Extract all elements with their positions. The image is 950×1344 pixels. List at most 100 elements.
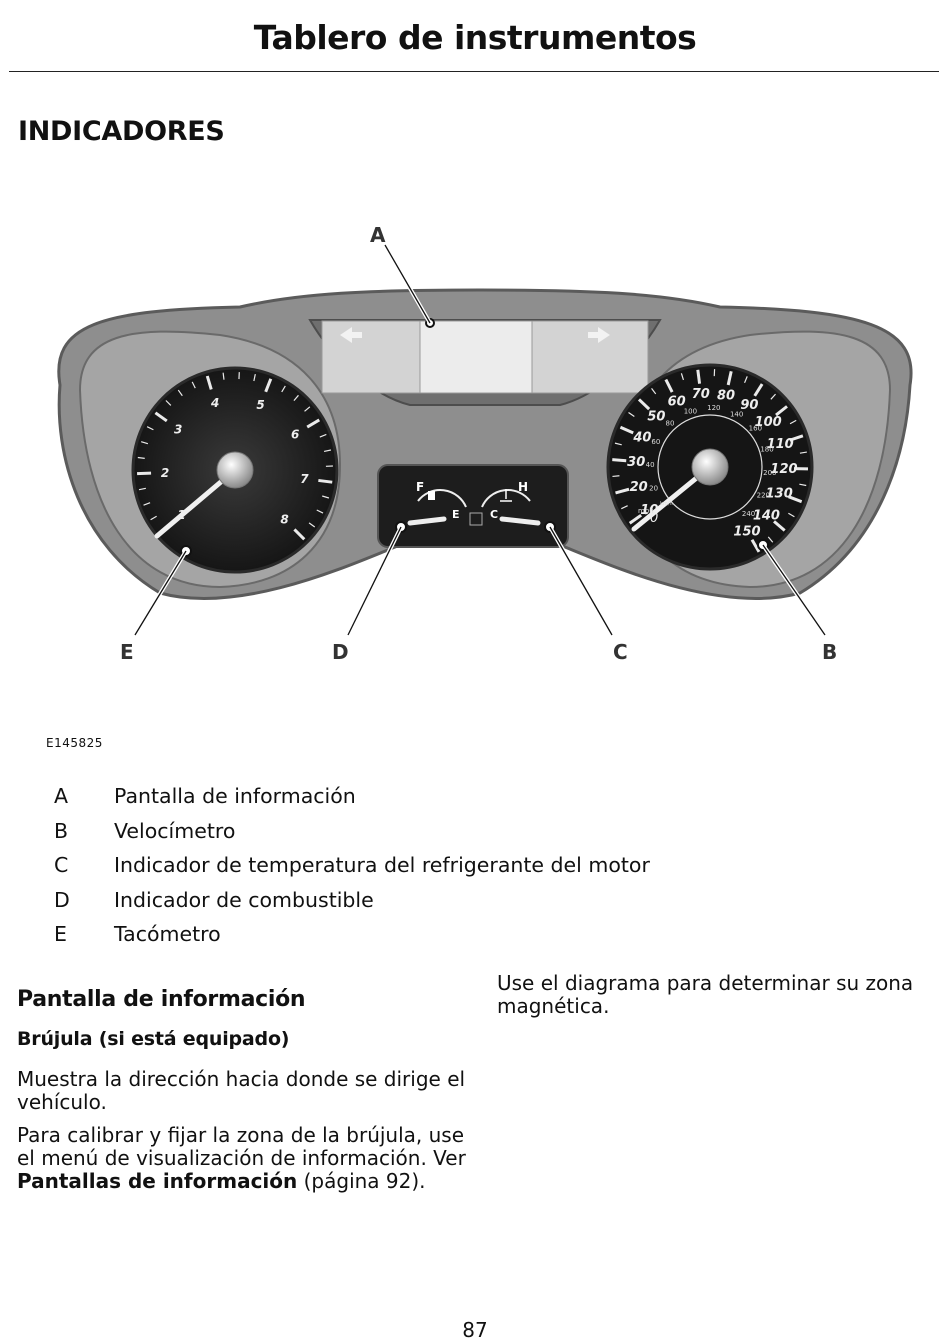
tachometer-tick [293, 528, 306, 541]
tachometer-label: 3 [174, 422, 182, 436]
tachometer-tick [319, 433, 327, 438]
temp-hot-label: H [518, 480, 528, 494]
information-display-center [419, 320, 533, 394]
tachometer-tick [323, 449, 332, 453]
tachometer-tick [308, 522, 316, 528]
speedometer-mph-tick [621, 505, 628, 510]
speedometer-mph-tick [680, 373, 685, 381]
speedometer-mph-label: 40 [632, 431, 651, 446]
compass-subheading: Brújula (si está equipado) [17, 1028, 290, 1050]
instrument-cluster-diagram: 12345678 1020304050607080901001101201301… [57, 223, 913, 664]
tachometer-tick [304, 406, 311, 412]
callout-b-label: B [822, 640, 837, 664]
cross-reference-link[interactable]: Pantallas de información [17, 1169, 298, 1193]
section-title: INDICADORES [18, 116, 225, 147]
speedometer-mph-tick [696, 369, 702, 384]
speedometer-mph-tick [789, 434, 804, 442]
tachometer-hub [216, 451, 254, 489]
speedometer-mph-tick [612, 475, 620, 478]
tachometer-label: 7 [300, 472, 309, 486]
speedometer-mph-tick [628, 412, 635, 417]
center-indicator-icon [469, 512, 483, 526]
tachometer-tick [253, 374, 256, 382]
speedometer-kmh-label: 120 [707, 404, 720, 412]
compass-description: Muestra la dirección hacia donde se diri… [17, 1067, 466, 1114]
speedometer-mph-tick [789, 419, 797, 425]
speedometer-mph-tick [750, 538, 761, 553]
speedometer-mph-label: 20 [630, 480, 648, 495]
tachometer: 12345678 [131, 366, 339, 574]
callout-e-label: E [120, 640, 134, 664]
header-rule [9, 71, 939, 72]
left-turn-arrow-icon [340, 327, 362, 343]
tachometer-tick [154, 411, 168, 423]
callout-leaders [133, 244, 827, 637]
speedometer-mph-label: 30 [627, 455, 645, 470]
speedometer-mph-label: 120 [770, 462, 797, 477]
tachometer-tick [222, 372, 225, 380]
left-column: Pantalla de información Brújula (si está… [17, 987, 467, 1203]
speedometer-mph-label: 150 [733, 525, 760, 540]
page-header-title: Tablero de instrumentos [253, 18, 697, 57]
speedometer-mph-tick [753, 383, 764, 397]
speedometer-mph-label: 130 [766, 487, 793, 502]
callout-c-label: C [613, 640, 628, 664]
speedometer-kmh-label: 20 [649, 485, 658, 493]
fuel-empty-label: E [452, 508, 460, 521]
tachometer-label: 6 [291, 427, 299, 441]
speedometer-kmh-label: 160 [749, 425, 762, 433]
legend-item: C Indicador de temperatura del refrigera… [0, 853, 700, 888]
tachometer-tick [322, 495, 330, 499]
temperature-needle [499, 516, 541, 526]
tachometer-tick [316, 509, 324, 514]
speedometer-mph-label: 100 [755, 415, 782, 430]
legend-text: Pantalla de información [114, 784, 356, 808]
speedometer-mph-tick [726, 370, 733, 386]
calibration-text: Para calibrar y fijar la zona de la brúj… [17, 1123, 466, 1170]
speedometer-kmh-label: 220 [757, 491, 770, 499]
fuel-gauge: F E [407, 480, 467, 526]
page-number: 87 [462, 1318, 488, 1342]
speedometer-mph-tick [788, 512, 795, 518]
speedometer-kmh-label: 200 [763, 469, 776, 477]
tachometer-tick [281, 385, 286, 393]
tachometer-tick [191, 381, 196, 389]
tachometer-tick [306, 418, 321, 429]
tachometer-tick [165, 400, 172, 406]
speedometer-kmh-label: 100 [684, 407, 697, 415]
tachometer-tick [264, 378, 273, 393]
callout-d-label: D [332, 640, 349, 664]
tachometer-tick [137, 471, 152, 476]
compass-calibration-text: Para calibrar y fijar la zona de la brúj… [17, 1124, 467, 1193]
speedometer-mph-tick [614, 442, 622, 446]
magnetic-zone-text: Use el diagrama para determinar su zona … [497, 971, 914, 1018]
tachometer-tick [318, 478, 333, 484]
figure-code: E145825 [46, 736, 103, 750]
speedometer-unit-kmh: km/h [660, 501, 673, 507]
fuel-needle [407, 516, 447, 526]
speedometer-mph-tick [651, 387, 657, 395]
speedometer-mph-tick [628, 513, 643, 525]
small-gauges-panel [377, 464, 569, 548]
fuel-pump-icon [428, 491, 435, 500]
speedometer-mph-label: 50 [647, 410, 665, 425]
speedometer-unit-mph: mph [638, 507, 654, 515]
legend-text: Indicador de combustible [114, 887, 374, 912]
speedometer-mph-label: 140 [753, 508, 780, 523]
legend-item: A Pantalla de información [0, 784, 700, 819]
fuel-full-label: F [416, 480, 424, 494]
speedometer-mph-tick [664, 378, 674, 393]
tachometer-tick [146, 426, 154, 431]
speedometer-kmh-label: 60 [651, 438, 660, 446]
speedometer-kmh-label: 140 [730, 410, 743, 418]
speedometer-mph-tick [799, 451, 807, 454]
legend-letter: C [54, 853, 69, 877]
tachometer-label: 5 [256, 398, 264, 412]
tachometer-tick [137, 456, 145, 459]
speedometer-mph-tick [773, 520, 786, 532]
legend-text: Velocímetro [114, 818, 236, 843]
speedometer-zero-label: 0 [650, 511, 658, 526]
speedometer-kmh-ring [657, 414, 763, 520]
speedometer-kmh-label: 80 [666, 419, 675, 427]
speedometer-mph-label: 80 [717, 388, 735, 403]
